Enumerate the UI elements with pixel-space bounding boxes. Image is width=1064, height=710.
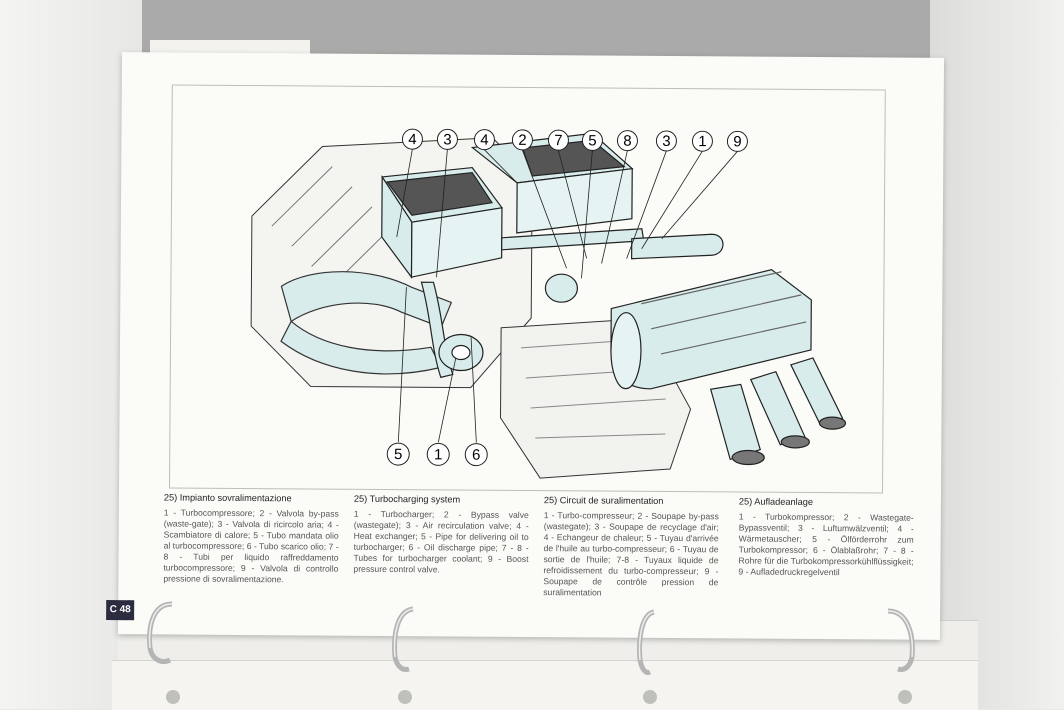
diagram-frame: 4 3 4 2 7 5 8 3 1 9 5 1 6 <box>168 84 886 494</box>
caption-italian: 25) Impianto sovralimentazione 1 - Turbo… <box>163 492 339 585</box>
leader-lines <box>396 149 738 443</box>
page-stack-lower <box>112 660 978 710</box>
manual-page[interactable]: 4 3 4 2 7 5 8 3 1 9 5 1 6 25) Impianto s… <box>106 52 945 640</box>
callout-7: 7 <box>547 129 569 151</box>
page-number-tag: C 48 <box>106 600 135 621</box>
caption-french: 25) Circuit de suralimentation 1 - Turbo… <box>543 495 719 599</box>
caption-italian-heading: 25) Impianto sovralimentazione <box>163 492 292 504</box>
left-intercooler <box>381 166 504 279</box>
caption-english-text: 1 - Turbocharger; 2 - Bypass valve (wast… <box>353 508 529 575</box>
punch-hole <box>166 690 180 704</box>
binder-ring <box>887 608 915 672</box>
callout-9: 9 <box>726 130 748 152</box>
callout-5b: 5 <box>386 442 410 466</box>
caption-german-text: 1 - Turbokompressor; 2 - Wastegate-Bypas… <box>738 511 914 578</box>
caption-columns: 25) Impianto sovralimentazione 1 - Turbo… <box>163 492 924 607</box>
svg-text:8: 8 <box>623 133 631 150</box>
svg-text:4: 4 <box>480 132 488 149</box>
callout-5a: 5 <box>581 129 603 151</box>
tailpipes <box>709 357 847 466</box>
svg-text:9: 9 <box>733 133 741 150</box>
desk-surface-right <box>930 0 1064 709</box>
callout-4a: 4 <box>401 128 423 150</box>
punch-hole <box>898 690 912 704</box>
callout-4b: 4 <box>473 129 495 151</box>
callout-8: 8 <box>616 130 638 152</box>
caption-german: 25) Aufladeanlage 1 - Turbokompressor; 2… <box>738 496 914 578</box>
punch-hole <box>643 690 657 704</box>
svg-text:5: 5 <box>588 132 596 149</box>
svg-text:3: 3 <box>662 133 670 150</box>
silencer <box>610 269 812 390</box>
callout-3a: 3 <box>436 128 458 150</box>
callout-2: 2 <box>511 129 533 151</box>
binder-ring <box>637 609 655 675</box>
caption-german-heading: 25) Aufladeanlage <box>738 496 814 507</box>
caption-french-heading: 25) Circuit de suralimentation <box>543 495 664 506</box>
caption-english-heading: 25) Turbocharging system <box>353 493 461 505</box>
caption-french-text: 1 - Turbo-compresseur; 2 - Soupape by-pa… <box>543 510 719 598</box>
callout-1a: 1 <box>691 130 713 152</box>
engine-diagram: 4 3 4 2 7 5 8 3 1 9 5 1 6 <box>250 128 847 479</box>
svg-text:5: 5 <box>394 446 402 463</box>
svg-text:4: 4 <box>408 131 416 148</box>
binder-ring <box>147 601 173 664</box>
svg-text:1: 1 <box>434 446 442 463</box>
punch-hole <box>398 690 412 704</box>
callout-3b: 3 <box>655 130 677 152</box>
caption-english: 25) Turbocharging system 1 - Turbocharge… <box>353 494 529 576</box>
svg-text:6: 6 <box>472 447 480 464</box>
svg-text:7: 7 <box>554 132 562 149</box>
caption-italian-text: 1 - Turbocompressore; 2 - Valvola by-pas… <box>163 507 339 585</box>
svg-text:1: 1 <box>698 133 706 150</box>
callout-6: 6 <box>464 443 488 467</box>
svg-text:2: 2 <box>518 132 526 149</box>
binder-ring <box>392 606 414 672</box>
svg-text:3: 3 <box>443 131 451 148</box>
callout-1b: 1 <box>426 442 450 466</box>
top-callouts: 4 3 4 2 7 5 8 3 1 9 <box>401 128 748 152</box>
bottom-callouts: 5 1 6 <box>386 442 488 467</box>
